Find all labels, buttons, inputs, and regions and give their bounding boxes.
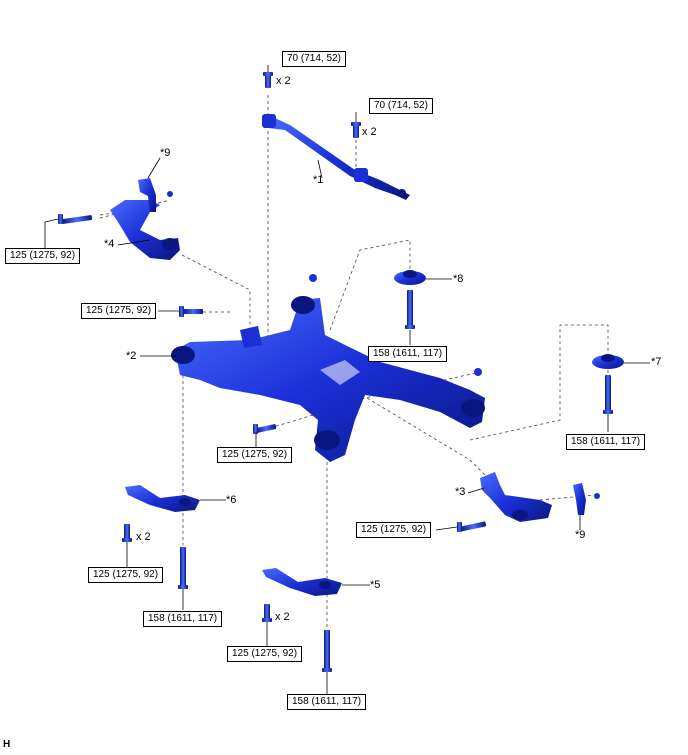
figure-code: H <box>3 739 11 750</box>
bracket-9-bottom <box>573 483 600 515</box>
nut-icon <box>309 274 317 282</box>
part-tag-2: *2 <box>126 350 137 362</box>
torque-spec-bracket-6-large: 158 (1611, 117) <box>143 611 223 627</box>
bracket-5 <box>262 568 342 596</box>
stopper-8 <box>394 270 426 285</box>
nut-icon <box>474 368 482 376</box>
torque-spec-stabilizer-right: 70 (714, 52) <box>369 98 433 114</box>
torque-spec-bracket-5-large: 158 (1611, 117) <box>287 694 367 710</box>
torque-spec-stabilizer-top: 70 (714, 52) <box>282 51 346 67</box>
torque-spec-stopper-7: 158 (1611, 117) <box>566 434 646 450</box>
leader-lines <box>44 65 650 694</box>
part-tag-9-top: *9 <box>160 147 171 159</box>
upper-arm-right <box>480 472 552 522</box>
qty-bracket-6: x 2 <box>136 531 151 543</box>
torque-spec-member-center-bolt: 125 (1275, 92) <box>217 447 293 463</box>
part-tag-6: *6 <box>226 494 237 506</box>
part-tag-4: *4 <box>104 238 115 250</box>
bolts <box>58 72 613 672</box>
part-tag-8: *8 <box>453 273 464 285</box>
torque-spec-bracket-6-small: 125 (1275, 92) <box>88 567 164 583</box>
torque-spec-stopper-8: 158 (1611, 117) <box>368 346 448 362</box>
stopper-7 <box>592 354 624 369</box>
torque-spec-upper-arm-left: 125 (1275, 92) <box>5 248 81 264</box>
part-tag-9-bottom: *9 <box>575 529 586 541</box>
qty-stabilizer-top: x 2 <box>276 75 291 87</box>
stabilizer-bar <box>262 114 410 200</box>
bracket-6 <box>125 485 200 512</box>
torque-spec-bracket-5-small: 125 (1275, 92) <box>227 646 303 662</box>
torque-spec-member-front-bolt: 125 (1275, 92) <box>81 303 157 319</box>
part-tag-3: *3 <box>455 486 466 498</box>
rear-suspension-member <box>171 296 485 462</box>
part-tag-1: *1 <box>313 174 324 186</box>
part-tag-5: *5 <box>370 579 381 591</box>
qty-stabilizer-right: x 2 <box>362 126 377 138</box>
qty-bracket-5: x 2 <box>275 611 290 623</box>
bracket-9-top <box>138 178 173 212</box>
torque-spec-arm-right-bolt: 125 (1275, 92) <box>356 522 432 538</box>
part-tag-7: *7 <box>651 356 662 368</box>
upper-arm-left <box>110 200 180 260</box>
